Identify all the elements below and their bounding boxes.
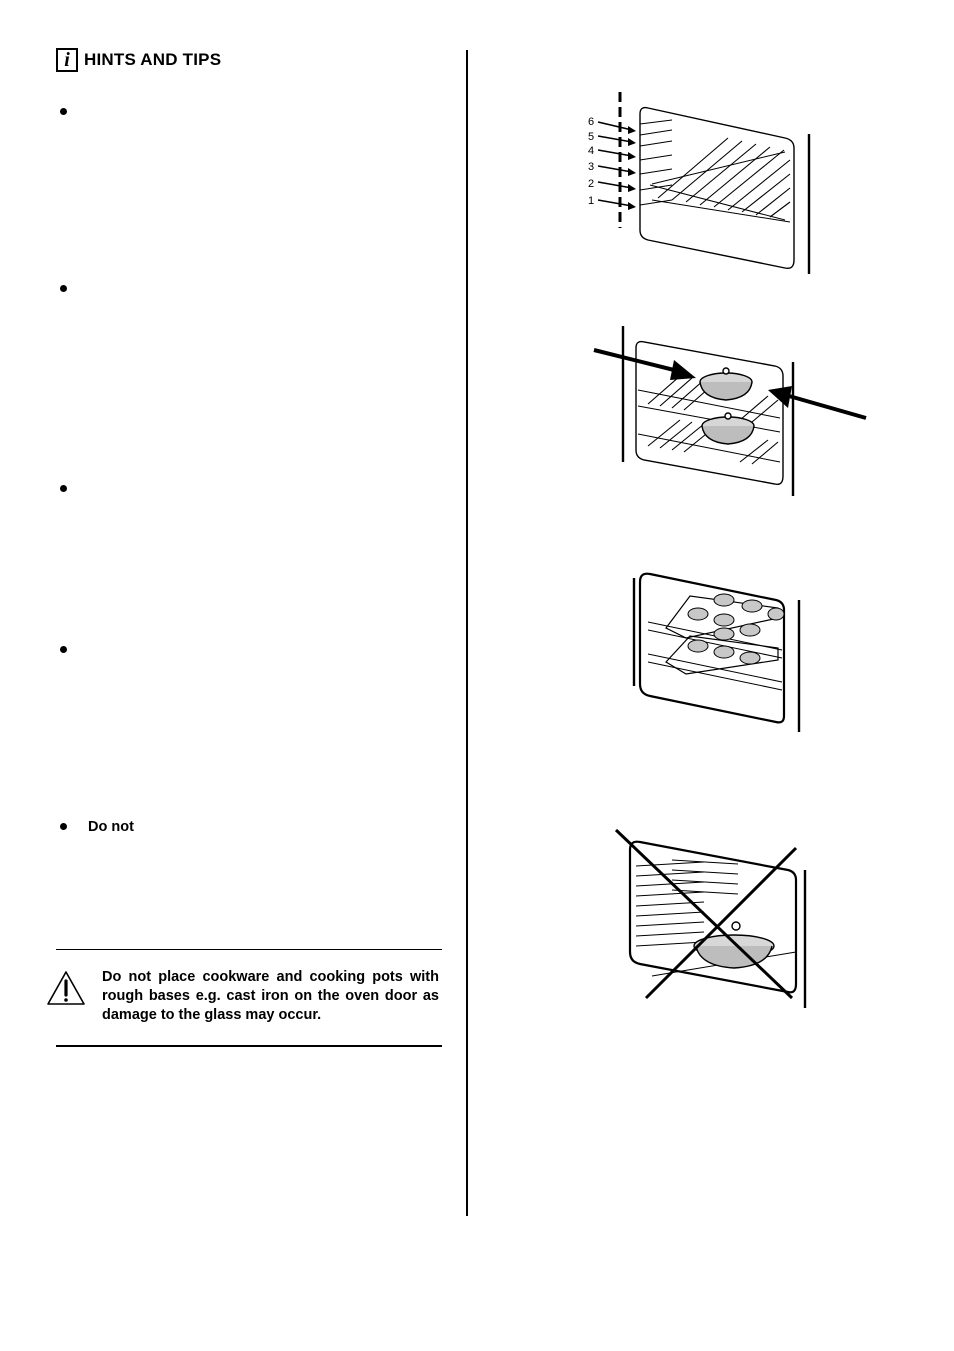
warning-bottom-rule [56, 1045, 442, 1047]
dish-placement-illustration [593, 326, 867, 496]
shelf-label-3: 3 [588, 161, 594, 173]
shelf-label-4: 4 [588, 145, 594, 157]
shelf-label-6: 6 [588, 116, 594, 128]
section-heading: i HINTS AND TIPS [56, 48, 221, 72]
warning-text: Do not place cookware and cooking pots w… [102, 969, 439, 1023]
column-divider [466, 50, 468, 1216]
bullet-4-marker [60, 646, 67, 653]
shelf-label-1: 1 [588, 195, 594, 207]
info-icon: i [56, 48, 78, 72]
bullet-2-marker [60, 285, 67, 292]
dish-on-oven-floor-crossed-illustration [614, 828, 807, 1008]
bullet-5-marker [60, 823, 67, 830]
section-title: HINTS AND TIPS [84, 50, 222, 69]
bullet-3-marker [60, 485, 67, 492]
shelf-positions-illustration: 6 5 4 3 2 1 [588, 92, 811, 274]
bullet-5-text: Do not [88, 819, 134, 835]
shelf-label-2: 2 [588, 178, 594, 190]
warning-top-rule [56, 949, 442, 950]
bullet-1-marker [60, 108, 67, 115]
shelf-label-5: 5 [588, 131, 594, 143]
warning-triangle-icon [47, 971, 85, 1005]
two-trays-cupcakes-illustration [632, 572, 801, 732]
